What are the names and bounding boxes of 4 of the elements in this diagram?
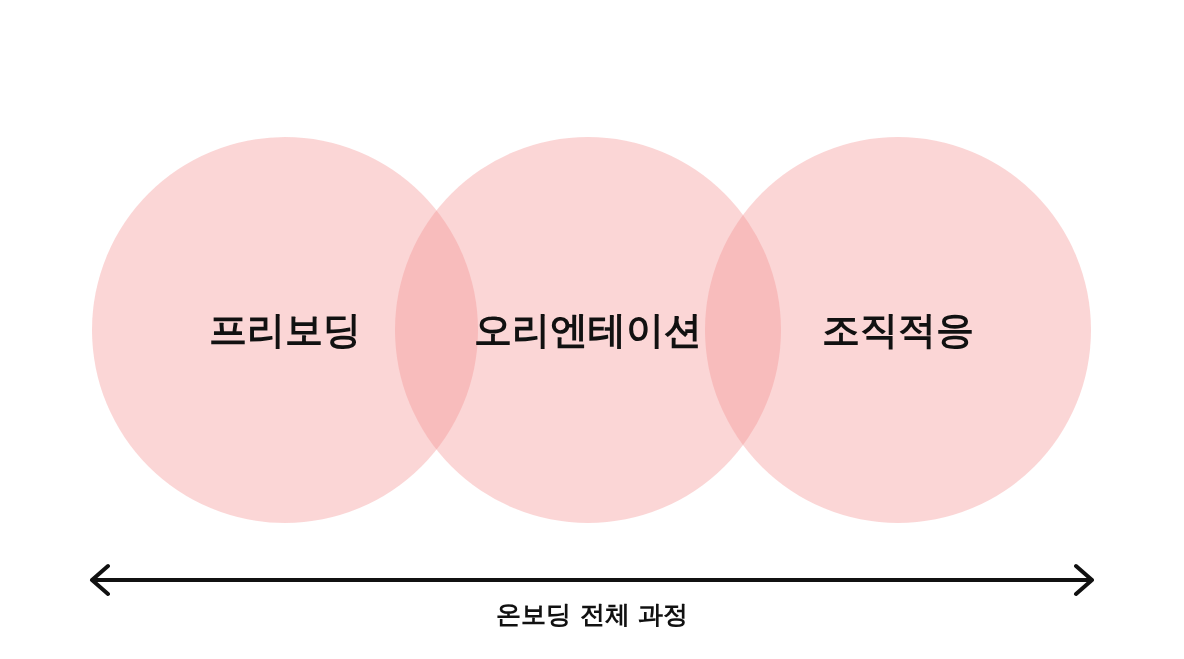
stage-label: 프리보딩 [209,306,361,354]
stage-label: 조직적응 [822,306,974,354]
stage-label: 오리엔테이션 [474,306,702,354]
axis-label: 온보딩 전체 과정 [496,599,689,631]
